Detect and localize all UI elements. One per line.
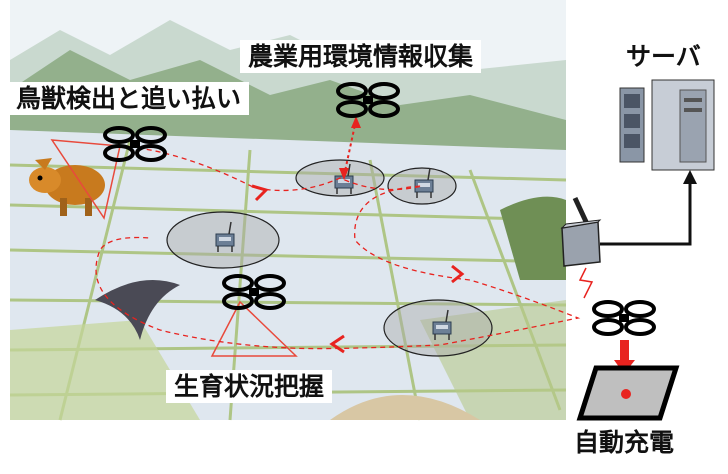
wildlife-detection-label: 鳥獣検出と追い払い — [8, 82, 250, 115]
charging-point — [621, 389, 631, 399]
growth-sensing-cone — [210, 300, 298, 357]
server-label: サーバ — [626, 42, 701, 71]
charge-arrow-shaft — [620, 340, 629, 362]
environment-collection-label: 農業用環境情報収集 — [240, 40, 482, 73]
wildlife-detection-cone — [50, 139, 121, 220]
wireless-router-icon — [560, 196, 602, 267]
auto-charging-label: 自動充電 — [574, 428, 675, 457]
drone-flight-path — [95, 145, 581, 350]
growth-monitoring-label: 生育状況把握 — [166, 370, 333, 403]
arrow-down-icon — [339, 168, 349, 180]
server-tower-icon — [619, 79, 715, 171]
arrow-up-icon — [351, 116, 361, 128]
drone-icon — [592, 300, 656, 336]
flight-direction-arrows — [251, 184, 465, 354]
server-uplink — [600, 178, 692, 246]
wild-boar-icon — [29, 158, 105, 216]
arrow-up-icon — [683, 170, 697, 184]
wireless-signal — [578, 267, 594, 299]
swallow-icon — [95, 280, 180, 340]
